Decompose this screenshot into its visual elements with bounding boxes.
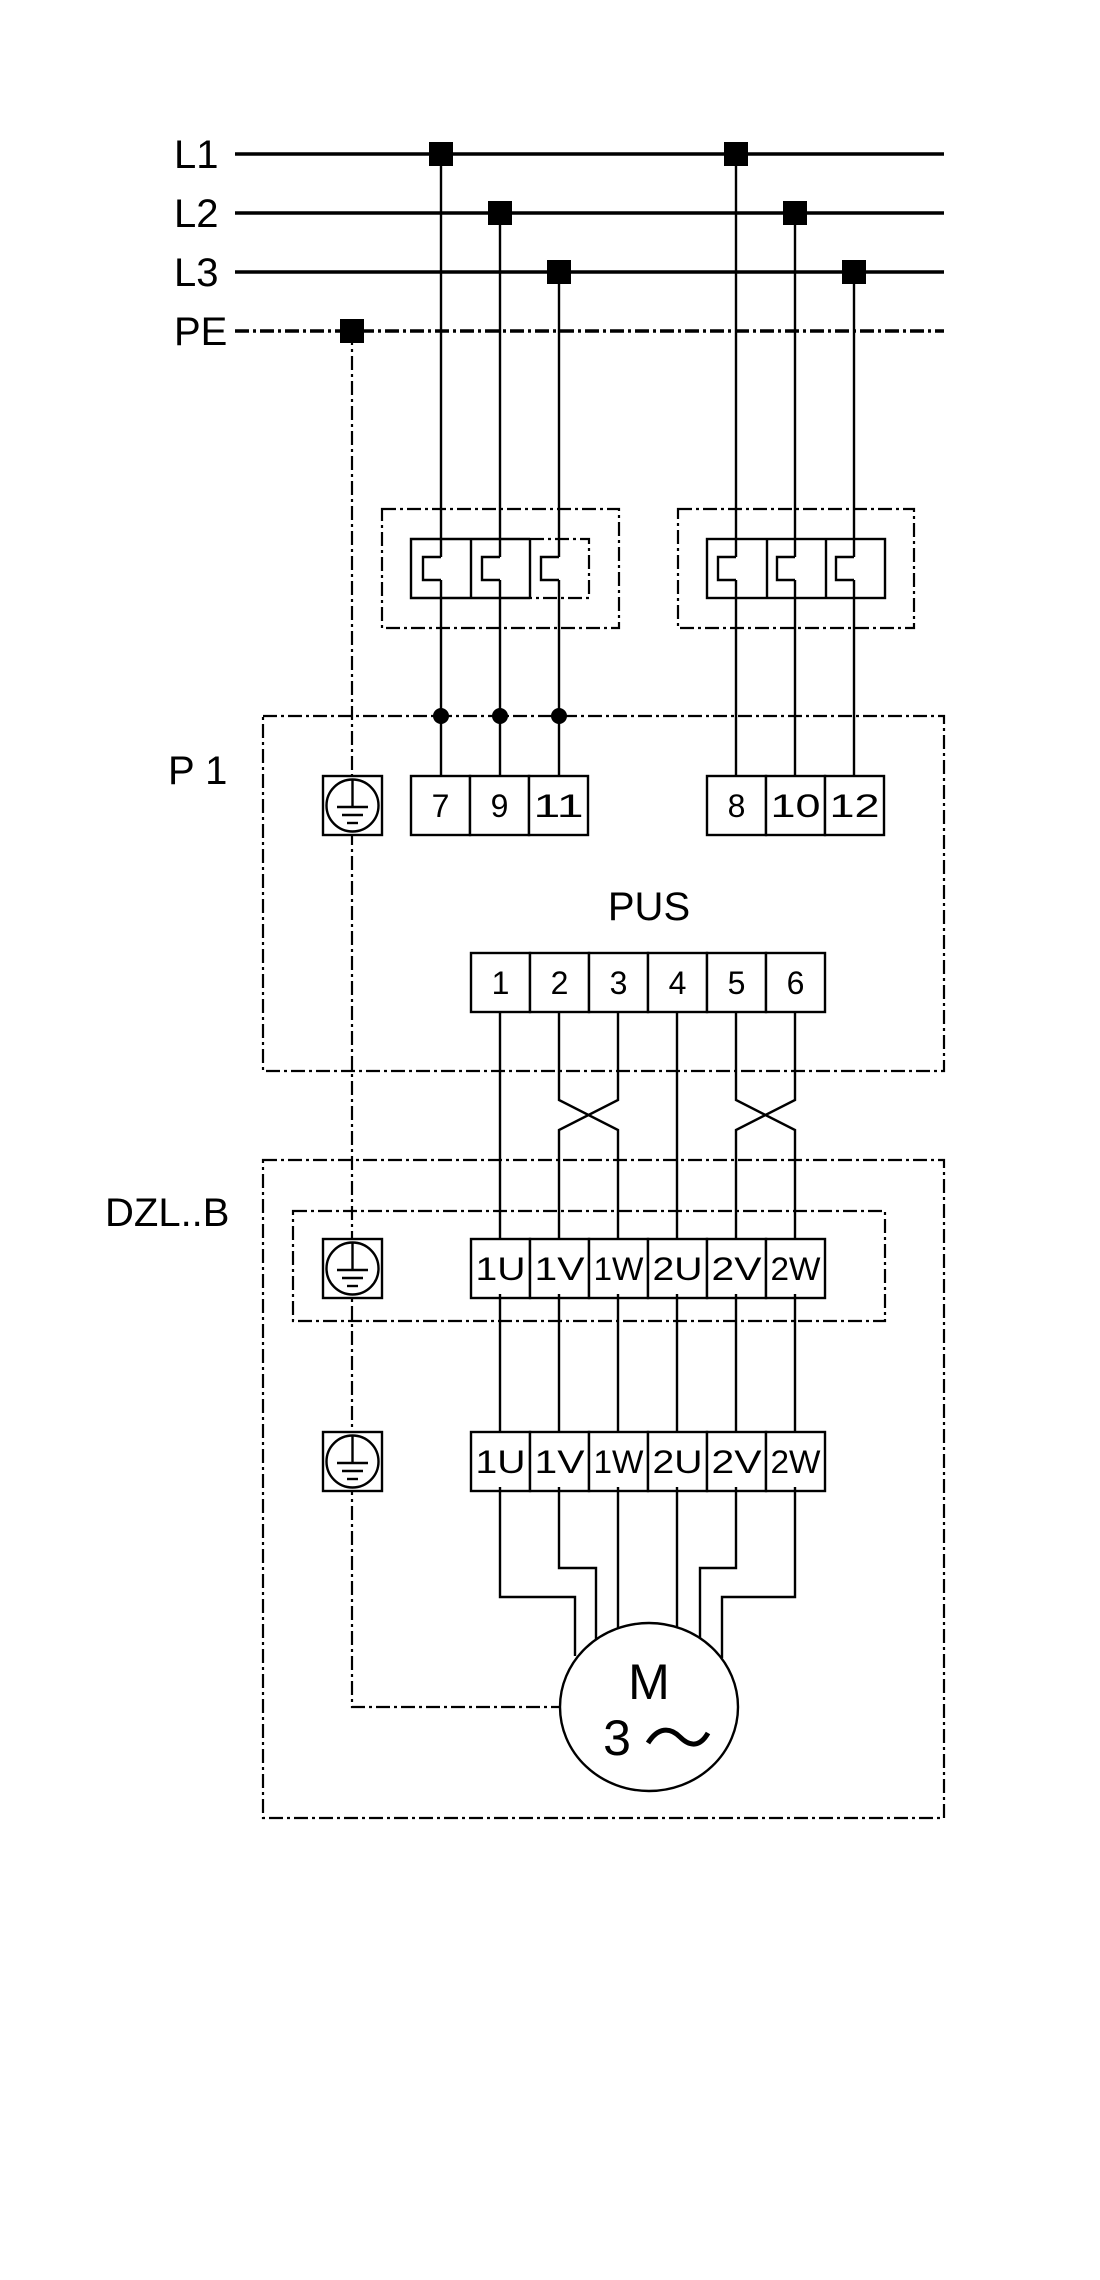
terminal-label: 1U (476, 1444, 526, 1480)
terminal-label: 1V (535, 1444, 586, 1480)
terminal-label: 2U (653, 1444, 703, 1480)
circuit-breaker-icon (676, 507, 916, 630)
terminal-label: 7 (432, 788, 450, 824)
terminal (823, 774, 886, 837)
terminal-label: 12 (830, 788, 880, 824)
terminal-label: 6 (787, 965, 805, 1001)
terminal (705, 951, 768, 1014)
terminal-label: 1U (476, 1251, 526, 1287)
pus-terminals: 1 2 3 4 5 6 (469, 951, 827, 1014)
motor-label: M (628, 1654, 670, 1710)
terminal-label: 2V (712, 1251, 763, 1287)
dzl-enclosure: DZL..B (105, 1158, 946, 1820)
bus-label-l1: L1 (174, 133, 219, 177)
circuit-breaker-icon (380, 507, 621, 630)
bus-taps (340, 142, 866, 343)
dzl-label: DZL..B (105, 1191, 229, 1235)
terminal-label: 1V (535, 1251, 586, 1287)
terminal-label: 2U (653, 1251, 703, 1287)
tilde-ac-icon (645, 1727, 711, 1747)
phase-wires (498, 1012, 797, 1658)
p1-label: P 1 (168, 749, 227, 793)
terminal (705, 774, 768, 837)
terminal-label: 1W (594, 1251, 645, 1287)
terminal (527, 774, 590, 837)
bus-label-l2: L2 (174, 192, 219, 236)
terminal-label: 8 (728, 788, 746, 824)
terminal-label: 9 (491, 788, 509, 824)
terminal-label: 3 (610, 965, 628, 1001)
terminal (646, 951, 709, 1014)
terminal-label: 10 (771, 788, 821, 824)
protective-earth-icon (321, 774, 384, 837)
p1-enclosure: P 1 PUS (168, 708, 946, 1073)
terminal (705, 1237, 768, 1300)
terminal-label: 5 (728, 965, 746, 1001)
p1-terminals-left: 7 9 11 (409, 774, 590, 837)
protective-earth-icon (321, 1237, 384, 1300)
bus-label-pe: PE (174, 310, 227, 354)
motor-phase-count: 3 (603, 1710, 631, 1766)
terminal-label: 1 (492, 965, 510, 1001)
bus-label-l3: L3 (174, 251, 219, 295)
terminal (469, 951, 532, 1014)
pus-label: PUS (608, 885, 690, 929)
terminal-label: 2 (551, 965, 569, 1001)
terminal-label: 2W (771, 1444, 822, 1480)
motor: M 3 (558, 1621, 740, 1793)
protective-earth-icon (321, 1430, 384, 1493)
terminal (587, 951, 650, 1014)
terminal (764, 951, 827, 1014)
terminal-label: 11 (534, 788, 584, 824)
terminal-label: 1W (594, 1444, 645, 1480)
feed-wires (350, 154, 856, 1709)
terminal-label: 2W (771, 1251, 822, 1287)
terminal (468, 774, 531, 837)
terminal (469, 1430, 532, 1493)
terminal-label: 4 (669, 965, 687, 1001)
terminal-label: 2V (712, 1444, 763, 1480)
